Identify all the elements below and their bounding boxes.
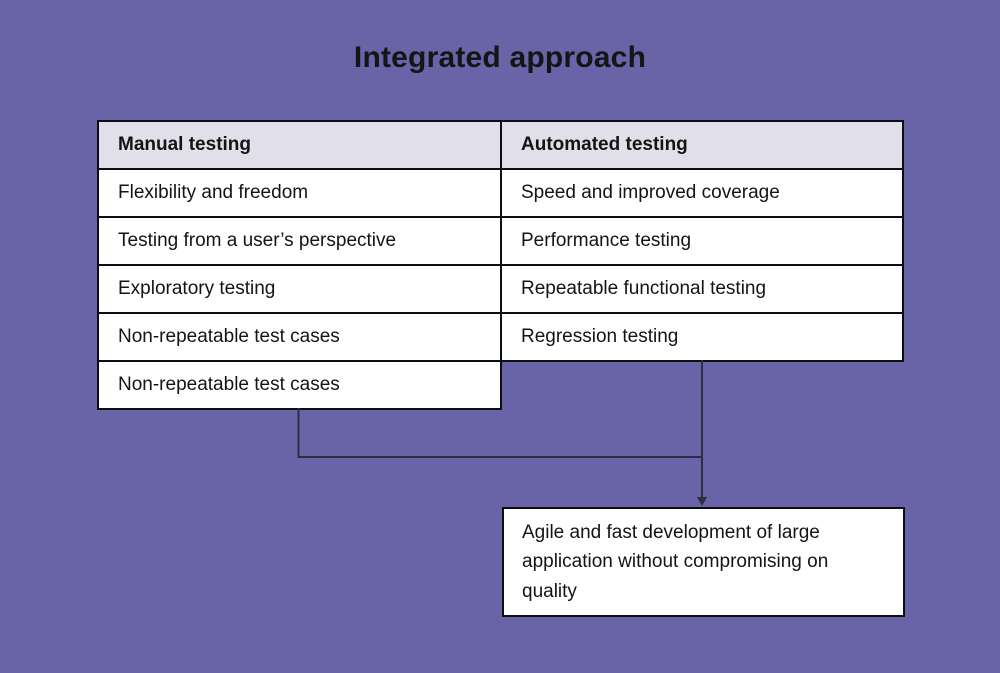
comparison-table: Manual testing Automated testing Flexibi…: [97, 120, 904, 410]
arrow-down-icon: [697, 497, 707, 506]
cell-automated-2: Performance testing: [500, 216, 904, 266]
cell-manual-2: Testing from a user’s perspective: [97, 216, 502, 266]
table-row: Exploratory testing Repeatable functiona…: [97, 264, 904, 314]
table-row: Testing from a user’s perspective Perfor…: [97, 216, 904, 266]
table-row: Non-repeatable test cases Regression tes…: [97, 312, 904, 362]
cell-manual-4: Non-repeatable test cases: [97, 312, 502, 362]
cell-automated-4: Regression testing: [500, 312, 904, 362]
table-header-row: Manual testing Automated testing: [97, 120, 904, 170]
table-row: Non-repeatable test cases: [97, 360, 903, 410]
page-title: Integrated approach: [353, 41, 647, 74]
empty-cell: [501, 361, 903, 409]
manual-branch-line: [297, 408, 702, 458]
cell-automated-1: Speed and improved coverage: [500, 168, 904, 218]
cell-manual-5: Non-repeatable test cases: [97, 360, 502, 410]
table-row: Flexibility and freedom Speed and improv…: [97, 168, 904, 218]
outcome-box: Agile and fast development of large appl…: [502, 507, 905, 617]
header-manual-testing: Manual testing: [97, 120, 502, 170]
outcome-text: Agile and fast development of large appl…: [522, 521, 829, 602]
cell-automated-3: Repeatable functional testing: [500, 264, 904, 314]
cell-manual-3: Exploratory testing: [97, 264, 502, 314]
cell-manual-1: Flexibility and freedom: [97, 168, 502, 218]
header-automated-testing: Automated testing: [500, 120, 904, 170]
